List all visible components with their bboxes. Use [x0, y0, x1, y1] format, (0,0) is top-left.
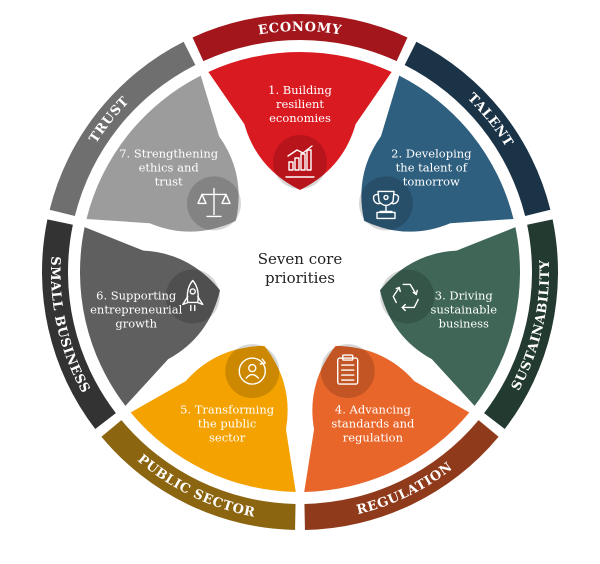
segment-label-regulation-line-3: regulation — [343, 430, 404, 444]
ring-band-trust — [49, 41, 196, 217]
segment-label-trust-line-1: 7. Strengthening — [119, 146, 219, 160]
segment-label-regulation-line-2: standards and — [331, 416, 415, 430]
ring-label-economy: ECONOMY — [257, 20, 343, 39]
segment-label-sustainability-line-1: 3. Driving — [435, 288, 494, 302]
trophy-icon — [359, 176, 413, 231]
ring-band-regulation — [304, 420, 499, 530]
center-hole — [224, 196, 376, 348]
ring-band-talent — [404, 41, 551, 217]
clipboard-icon — [320, 344, 375, 399]
segment-label-public-sector-line-2: the public — [198, 416, 256, 430]
segment-label-economy-line-3: economies — [269, 111, 331, 125]
center-label-line-2: priorities — [265, 269, 335, 287]
segment-label-trust-line-3: trust — [155, 174, 183, 188]
segment-label-economy-line-2: resilient — [276, 97, 324, 111]
segment-label-sustainability-line-2: sustainable — [431, 302, 498, 316]
person-cycle-icon — [225, 344, 280, 399]
ring-band-small-business — [41, 219, 116, 429]
ring-band-public-sector — [101, 420, 296, 530]
segment-sustainability — [379, 227, 520, 406]
bar-chart-icon — [273, 135, 327, 189]
segment-label-small-business-line-2: entrepreneurial — [90, 302, 182, 316]
segment-icons — [165, 135, 435, 399]
segment-label-regulation-line-1: 4. Advancing — [335, 402, 412, 416]
segment-label-public-sector-line-3: sector — [209, 430, 246, 444]
segment-label-public-sector-line-1: 5. Transforming — [180, 402, 275, 416]
segment-public-sector — [130, 345, 296, 492]
segment-talent — [361, 75, 514, 232]
segment-label-talent-line-3: tomorrow — [403, 174, 460, 188]
segment-label-small-business-line-1: 6. Supporting — [96, 288, 177, 302]
segment-label-talent-line-2: the talent of — [396, 160, 468, 174]
rocket-icon — [165, 269, 220, 324]
center-label: Seven core priorities — [258, 250, 343, 287]
segment-trust — [86, 75, 239, 232]
ring-band-sustainability — [484, 219, 559, 429]
segment-label-sustainability-line-3: business — [439, 316, 489, 330]
segment-label-trust-line-2: ethics and — [139, 160, 200, 174]
segment-label-economy-line-1: 1. Building — [268, 83, 332, 97]
segment-economy — [208, 51, 392, 190]
ring-band-economy — [192, 13, 408, 62]
inner-segments — [80, 51, 520, 492]
segment-regulation — [304, 345, 470, 492]
segment-label-talent-line-1: 2. Developing — [391, 146, 472, 160]
segment-label-small-business-line-3: growth — [115, 316, 157, 330]
center-label-line-1: Seven core — [258, 250, 343, 268]
scales-icon — [187, 176, 241, 231]
recycle-icon — [380, 269, 435, 324]
segment-small-business — [80, 227, 221, 406]
